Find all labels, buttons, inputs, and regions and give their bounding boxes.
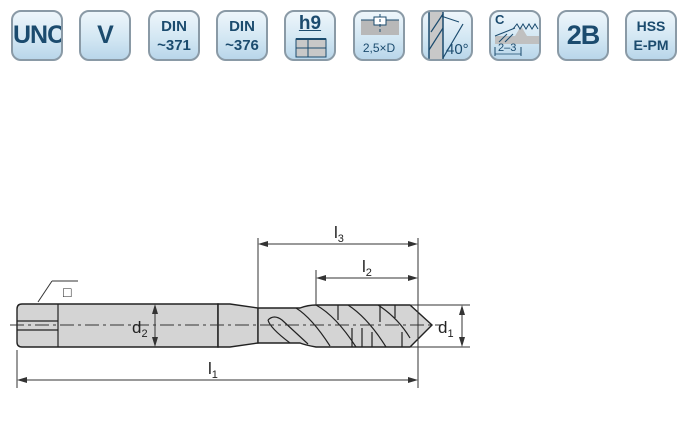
badge-material: HSS E-PM	[625, 10, 677, 61]
badge-unc-label: UNC	[13, 21, 63, 49]
svg-text:l3: l3	[334, 223, 344, 245]
l2-label: l	[362, 257, 366, 276]
d1-sub: 1	[447, 328, 453, 340]
l3-sub: 3	[338, 233, 344, 245]
badge-din376: DIN ~376	[216, 10, 268, 61]
badge-helix-angle: 40°	[421, 10, 473, 61]
badge-din371: DIN ~371	[148, 10, 200, 61]
badge-thread-depth: 2,5×D	[353, 10, 405, 61]
badge-din376-line2: ~376	[225, 37, 259, 54]
badge-h9: h9	[284, 10, 336, 61]
badge-chamfer: C 2–3	[489, 10, 541, 61]
svg-text:l1: l1	[208, 359, 218, 381]
square-drive-symbol: □	[63, 284, 72, 300]
l3-label: l	[334, 223, 338, 242]
badge-2b-label: 2B	[566, 20, 601, 50]
helix-angle-icon	[428, 12, 464, 59]
l1-label: l	[208, 359, 212, 378]
badge-material-line1: HSS	[636, 18, 666, 34]
svg-text:d1: d1	[438, 318, 454, 340]
l2-sub: 2	[366, 267, 372, 279]
badge-thread-depth-label: 2,5×D	[362, 41, 396, 55]
badge-material-line2: E-PM	[633, 37, 669, 53]
badge-v: V	[79, 10, 131, 61]
fluted-body	[257, 304, 434, 348]
badge-tolerance-2b: 2B	[557, 10, 609, 61]
badge-chamfer-sublabel: 2–3	[498, 42, 517, 54]
thread-depth-icon	[361, 14, 399, 35]
l1-sub: 1	[212, 369, 218, 381]
d1-label: d	[438, 318, 447, 337]
badge-unc: UNC	[11, 10, 63, 61]
badge-din371-line1: DIN	[161, 18, 187, 35]
badge-chamfer-label: C	[495, 12, 505, 27]
badge-v-label: V	[97, 21, 114, 49]
badge-h9-label: h9	[298, 13, 322, 34]
shank-tolerance-icon	[295, 38, 327, 58]
d2-sub: 2	[141, 328, 147, 340]
svg-text:l2: l2	[362, 257, 372, 279]
chamfer-form-icon	[494, 23, 539, 56]
d2-label: d	[132, 318, 141, 337]
svg-text:d2: d2	[132, 318, 148, 340]
badge-din371-line2: ~371	[157, 37, 191, 54]
badge-helix-angle-label: 40°	[446, 41, 469, 58]
badge-din376-line1: DIN	[229, 18, 255, 35]
